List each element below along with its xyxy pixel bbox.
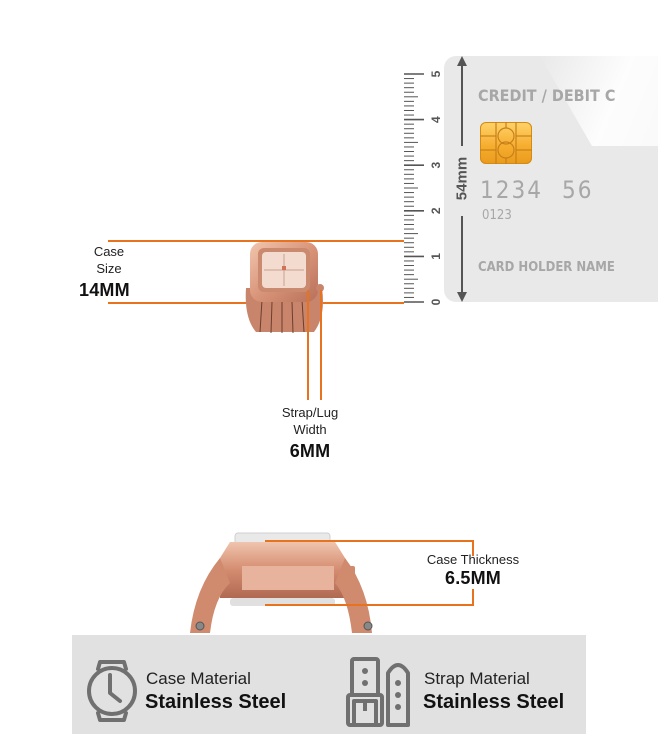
ruler-tick-label: 4 <box>429 116 443 123</box>
ring-side-view-image <box>190 532 373 633</box>
ruler-tick-label: 3 <box>429 162 443 169</box>
strap-width-line-right <box>320 290 322 400</box>
case-size-top-line <box>108 240 404 242</box>
case-size-label-1: Case <box>93 244 125 259</box>
card-holder-name: CARD HOLDER NAME <box>478 260 615 275</box>
thickness-top-line <box>265 540 474 542</box>
chip-icon <box>480 122 532 164</box>
thickness-bottom-line <box>265 604 474 606</box>
card-number-group-1: 1234 <box>480 176 543 204</box>
card-title: CREDIT / DEBIT C <box>478 86 616 105</box>
case-size-label-2: Size <box>96 261 122 276</box>
ruler-tick-label: 1 <box>429 253 443 260</box>
ruler-tick-label: 5 <box>429 70 443 77</box>
card-height-arrow <box>457 56 467 302</box>
strap-width-label-2: Width <box>293 422 327 437</box>
card-number-group-2: 56 <box>562 176 594 204</box>
strap-width-line-left <box>307 290 309 400</box>
ruler: 0 1 2 3 4 5 <box>404 70 443 305</box>
case-thickness-label: Case Thickness <box>426 552 520 567</box>
strap-icon <box>346 657 410 727</box>
case-size-value: 14MM <box>79 280 130 300</box>
credit-card-reference: CREDIT / DEBIT C 1234 56 0123 CARD HOLDE… <box>444 56 658 302</box>
strap-material-title: Strap Material <box>424 669 530 688</box>
ring-top-view-image <box>245 242 324 334</box>
strap-material-value: Stainless Steel <box>423 691 565 713</box>
materials-bar: Case Material Stainless Steel Strap Mate… <box>72 635 586 734</box>
watch-icon <box>87 660 137 722</box>
strap-width-value: 6MM <box>289 441 331 461</box>
thickness-bracket-bottom <box>472 589 474 606</box>
case-thickness-value: 6.5MM <box>444 568 501 588</box>
strap-width-label-1: Strap/Lug <box>281 405 339 420</box>
ruler-tick-label: 0 <box>429 298 443 305</box>
thickness-bracket-top <box>472 540 474 556</box>
case-material-title: Case Material <box>146 669 251 688</box>
case-material-value: Stainless Steel <box>145 691 287 713</box>
card-height-label: 54mm <box>453 156 471 201</box>
card-small-number: 0123 <box>482 208 512 223</box>
ruler-tick-label: 2 <box>429 207 443 214</box>
